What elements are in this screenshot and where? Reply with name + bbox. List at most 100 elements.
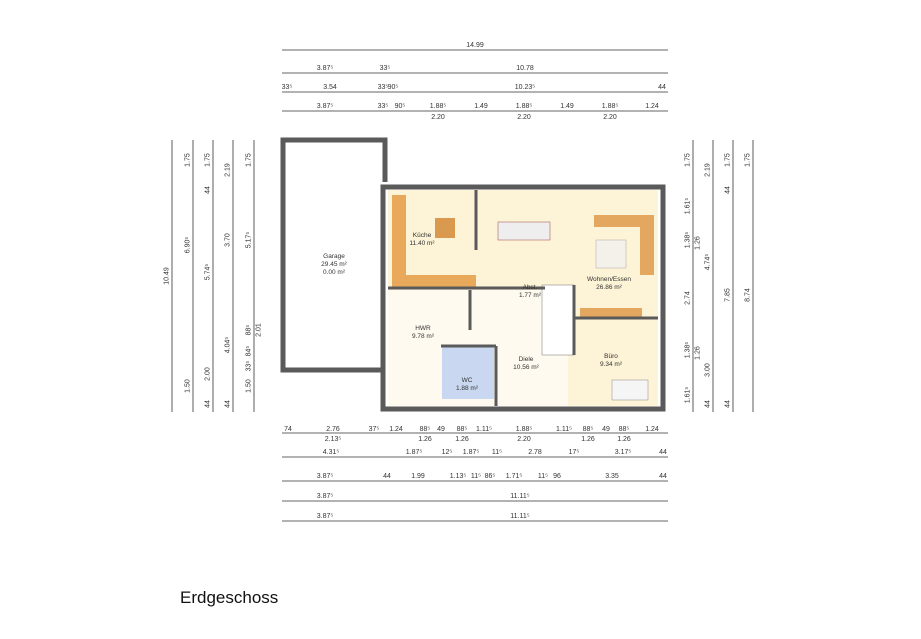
dim-label: 8.74 bbox=[744, 288, 752, 302]
dim-label: 3.87⁵ bbox=[316, 65, 334, 72]
dim-label: 5.74⁵ bbox=[204, 263, 212, 281]
dim-label: 1.75 bbox=[245, 153, 253, 167]
dim-label: 88⁵ bbox=[245, 324, 253, 336]
dim-label: 1.88⁵ bbox=[515, 426, 533, 433]
dim-label: 88⁵ bbox=[618, 426, 630, 433]
room-diele: Diele 10.56 m² bbox=[513, 356, 539, 372]
dim-label: 1.49 bbox=[474, 103, 488, 110]
room-name: WC bbox=[461, 377, 473, 384]
dim-label: 44 bbox=[224, 400, 232, 408]
dim-label: 11⁵ bbox=[470, 473, 482, 480]
dim-label: 2.01 bbox=[255, 323, 263, 337]
dim-label: 1.38⁵ bbox=[684, 341, 692, 359]
dim-label: 5.17⁵ bbox=[245, 231, 253, 249]
dim-label: 1.26 bbox=[581, 436, 595, 443]
dim-label: 6.90⁵ bbox=[184, 236, 192, 254]
dim-label: 1.26 bbox=[418, 436, 432, 443]
dim-label: 3.17⁵ bbox=[614, 449, 632, 456]
dim-label: 1.75 bbox=[204, 153, 212, 167]
dim-label: 33⁵ bbox=[377, 103, 389, 110]
dim-label: 1.61⁵ bbox=[684, 197, 692, 215]
floor-title: Erdgeschoss bbox=[180, 588, 279, 607]
dim-label: 33⁵ bbox=[245, 360, 253, 372]
dim-label: 44 bbox=[659, 473, 667, 480]
dim-label: 3.54 bbox=[323, 84, 337, 91]
dim-label: 2.00 bbox=[204, 367, 212, 381]
dim-label: 2.20 bbox=[517, 436, 531, 443]
dim-label: 2.13⁵ bbox=[324, 436, 342, 443]
dim-label: 90⁵ bbox=[394, 103, 406, 110]
dim-label: 44 bbox=[658, 84, 666, 91]
room-name: Garage bbox=[323, 253, 345, 260]
dim-label: 44 bbox=[704, 400, 712, 408]
dim-label: 1.24 bbox=[645, 426, 659, 433]
dim-label: 2.76 bbox=[326, 426, 340, 433]
dim-label: 1.75 bbox=[724, 153, 732, 167]
room-wc: WC 1.88 m² bbox=[456, 377, 478, 393]
dim-label: 86⁵ bbox=[484, 473, 496, 480]
dim-label: 1.50 bbox=[245, 379, 253, 393]
dim-label: 84⁵ bbox=[245, 345, 253, 357]
dim-label: 1.88⁵ bbox=[429, 103, 447, 110]
dim-label: 1.50 bbox=[184, 379, 192, 393]
floor-areas bbox=[287, 145, 658, 406]
dim-label: 11.11⁵ bbox=[510, 513, 530, 520]
dim-label: 1.75 bbox=[744, 153, 752, 167]
dim-label: 49 bbox=[602, 426, 610, 433]
dim-label: 12⁵ bbox=[441, 449, 453, 456]
dim-label: 10.23⁵ bbox=[514, 84, 536, 91]
dim-label: 1.87⁵ bbox=[405, 449, 423, 456]
dim-label: 3.87⁵ bbox=[316, 493, 334, 500]
room-area: 9.78 m² bbox=[411, 333, 435, 341]
room-kueche: Küche 11.40 m² bbox=[409, 232, 434, 248]
room-name: Büro bbox=[604, 353, 618, 360]
room-area: 26.86 m² bbox=[596, 284, 622, 292]
dim-label: 1.61⁵ bbox=[684, 386, 692, 404]
dim-label: 2.20 bbox=[603, 114, 617, 121]
dim-label: 7.85 bbox=[724, 288, 732, 302]
dim-label: 96 bbox=[553, 473, 561, 480]
dim-label: 1.88⁵ bbox=[601, 103, 619, 110]
room-name: Küche bbox=[412, 232, 432, 239]
room-area: 11.40 m² bbox=[409, 240, 435, 248]
room-name: Wohnen/Essen bbox=[587, 276, 631, 283]
dim-label: 1.11⁵ bbox=[555, 426, 573, 433]
dim-label: 1.71⁵ bbox=[505, 473, 523, 480]
room-area: 9.34 m² bbox=[599, 361, 623, 369]
dim-label: 1.24 bbox=[389, 426, 403, 433]
dim-label: 1.88⁵ bbox=[515, 103, 533, 110]
dim-label: 4.74⁵ bbox=[704, 253, 712, 271]
dim-label: 33⁵ bbox=[281, 84, 293, 91]
dim-label: 37⁵ bbox=[368, 426, 380, 433]
dim-label: 1.11⁵ bbox=[475, 426, 493, 433]
dim-label: 1.75 bbox=[684, 153, 692, 167]
dim-label: 1.26 bbox=[455, 436, 469, 443]
dim-label: 49 bbox=[437, 426, 445, 433]
dim-label: 17⁵ bbox=[568, 449, 580, 456]
dim-label: 2.20 bbox=[431, 114, 445, 121]
dim-label: 1.13⁵ bbox=[449, 473, 467, 480]
dim-label: 88⁵ bbox=[419, 426, 431, 433]
room-garage: Garage 29.45 m² 0.00 m² bbox=[321, 253, 347, 277]
room-name: HWR bbox=[415, 325, 431, 332]
dim-label: 44 bbox=[659, 449, 667, 456]
dim-label: 3.00 bbox=[704, 363, 712, 377]
dim-label: 1.87⁵ bbox=[462, 449, 480, 456]
dim-label: 44 bbox=[204, 400, 212, 408]
dim-label: 4.04⁵ bbox=[224, 336, 232, 354]
room-area-secondary: 0.00 m² bbox=[322, 269, 346, 277]
dim-label: 3.35 bbox=[605, 473, 619, 480]
dim-label: 2.19 bbox=[224, 163, 232, 177]
dim-label: 1.26 bbox=[694, 236, 702, 250]
dim-label: 3.87⁵ bbox=[316, 103, 334, 110]
dim-label: 44 bbox=[204, 186, 212, 194]
dim-label: 1.26 bbox=[694, 346, 702, 360]
dim-label: 33⁵ bbox=[377, 84, 389, 91]
dim-label: 11⁵ bbox=[537, 473, 549, 480]
dim-label: 74 bbox=[284, 426, 292, 433]
dim-label: 1.75 bbox=[184, 153, 192, 167]
dim-label: 1.24 bbox=[645, 103, 659, 110]
room-area: 29.45 m² bbox=[321, 261, 347, 269]
dim-label: 44 bbox=[383, 473, 391, 480]
